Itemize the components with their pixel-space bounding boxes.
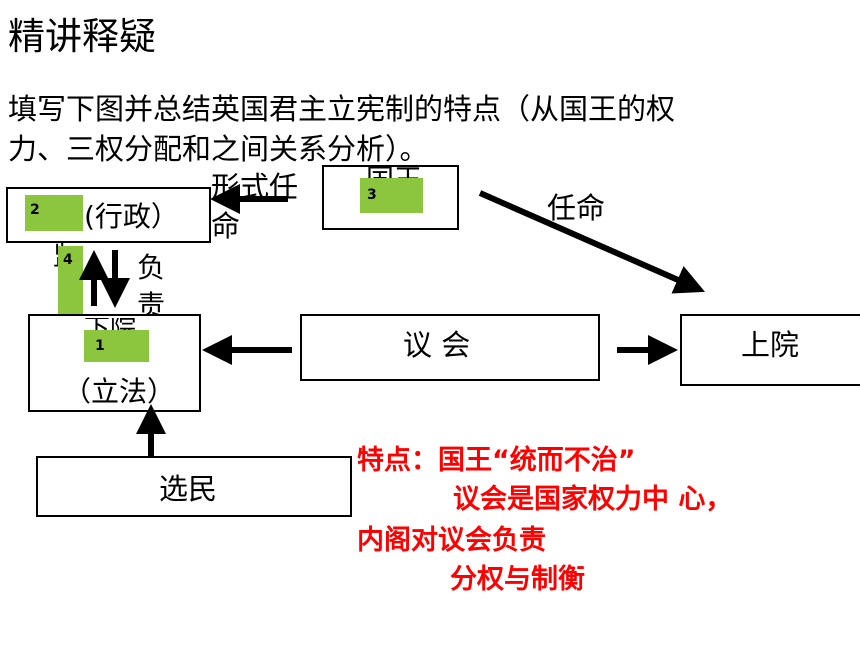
- commons-blank-number: 1: [95, 338, 105, 354]
- cabinet-blank-number: 2: [30, 202, 40, 218]
- commons-answer-blank[interactable]: [84, 330, 149, 362]
- parliament-label: 议 会: [403, 328, 471, 362]
- responsible-label-fu: 负: [137, 251, 166, 284]
- formal-appoint-label-2: 命: [211, 209, 241, 243]
- cabinet-answer-blank[interactable]: [25, 195, 83, 231]
- feature-line-3: 内阁对议会负责: [357, 525, 546, 556]
- question-text-line1: 填写下图并总结英国君主立宪制的特点（从国王的权: [8, 92, 676, 126]
- appoint-label: 任命: [547, 191, 606, 225]
- commons-label: （立法）: [63, 375, 176, 408]
- commons-box: [28, 314, 201, 412]
- feature-line-2: 议会是国家权力中 心，: [453, 484, 733, 515]
- voters-box: [36, 456, 352, 517]
- page-title: 精讲释疑: [8, 15, 156, 58]
- question-text-line2: 力、三权分配和之间关系分析）。: [8, 132, 429, 166]
- commons-hidden-text: 下院: [84, 318, 136, 332]
- king-blank-number: 3: [367, 187, 377, 203]
- supervise-blank-number: 4: [63, 252, 73, 268]
- feature-line-4: 分权与制衡: [450, 564, 585, 595]
- lords-label: 上院: [741, 328, 800, 362]
- arrow-king-to-lords: [478, 190, 705, 294]
- supervise-answer-blank[interactable]: [58, 246, 83, 318]
- cabinet-label: (行政）: [84, 200, 179, 233]
- king-hidden-text: 国王: [366, 163, 423, 180]
- parliament-box: [300, 314, 600, 381]
- feature-line-1: 特点：国王“统而不治”: [357, 445, 636, 476]
- voters-label: 选民: [159, 472, 218, 506]
- king-answer-blank[interactable]: [360, 178, 423, 213]
- lords-box: [680, 314, 860, 386]
